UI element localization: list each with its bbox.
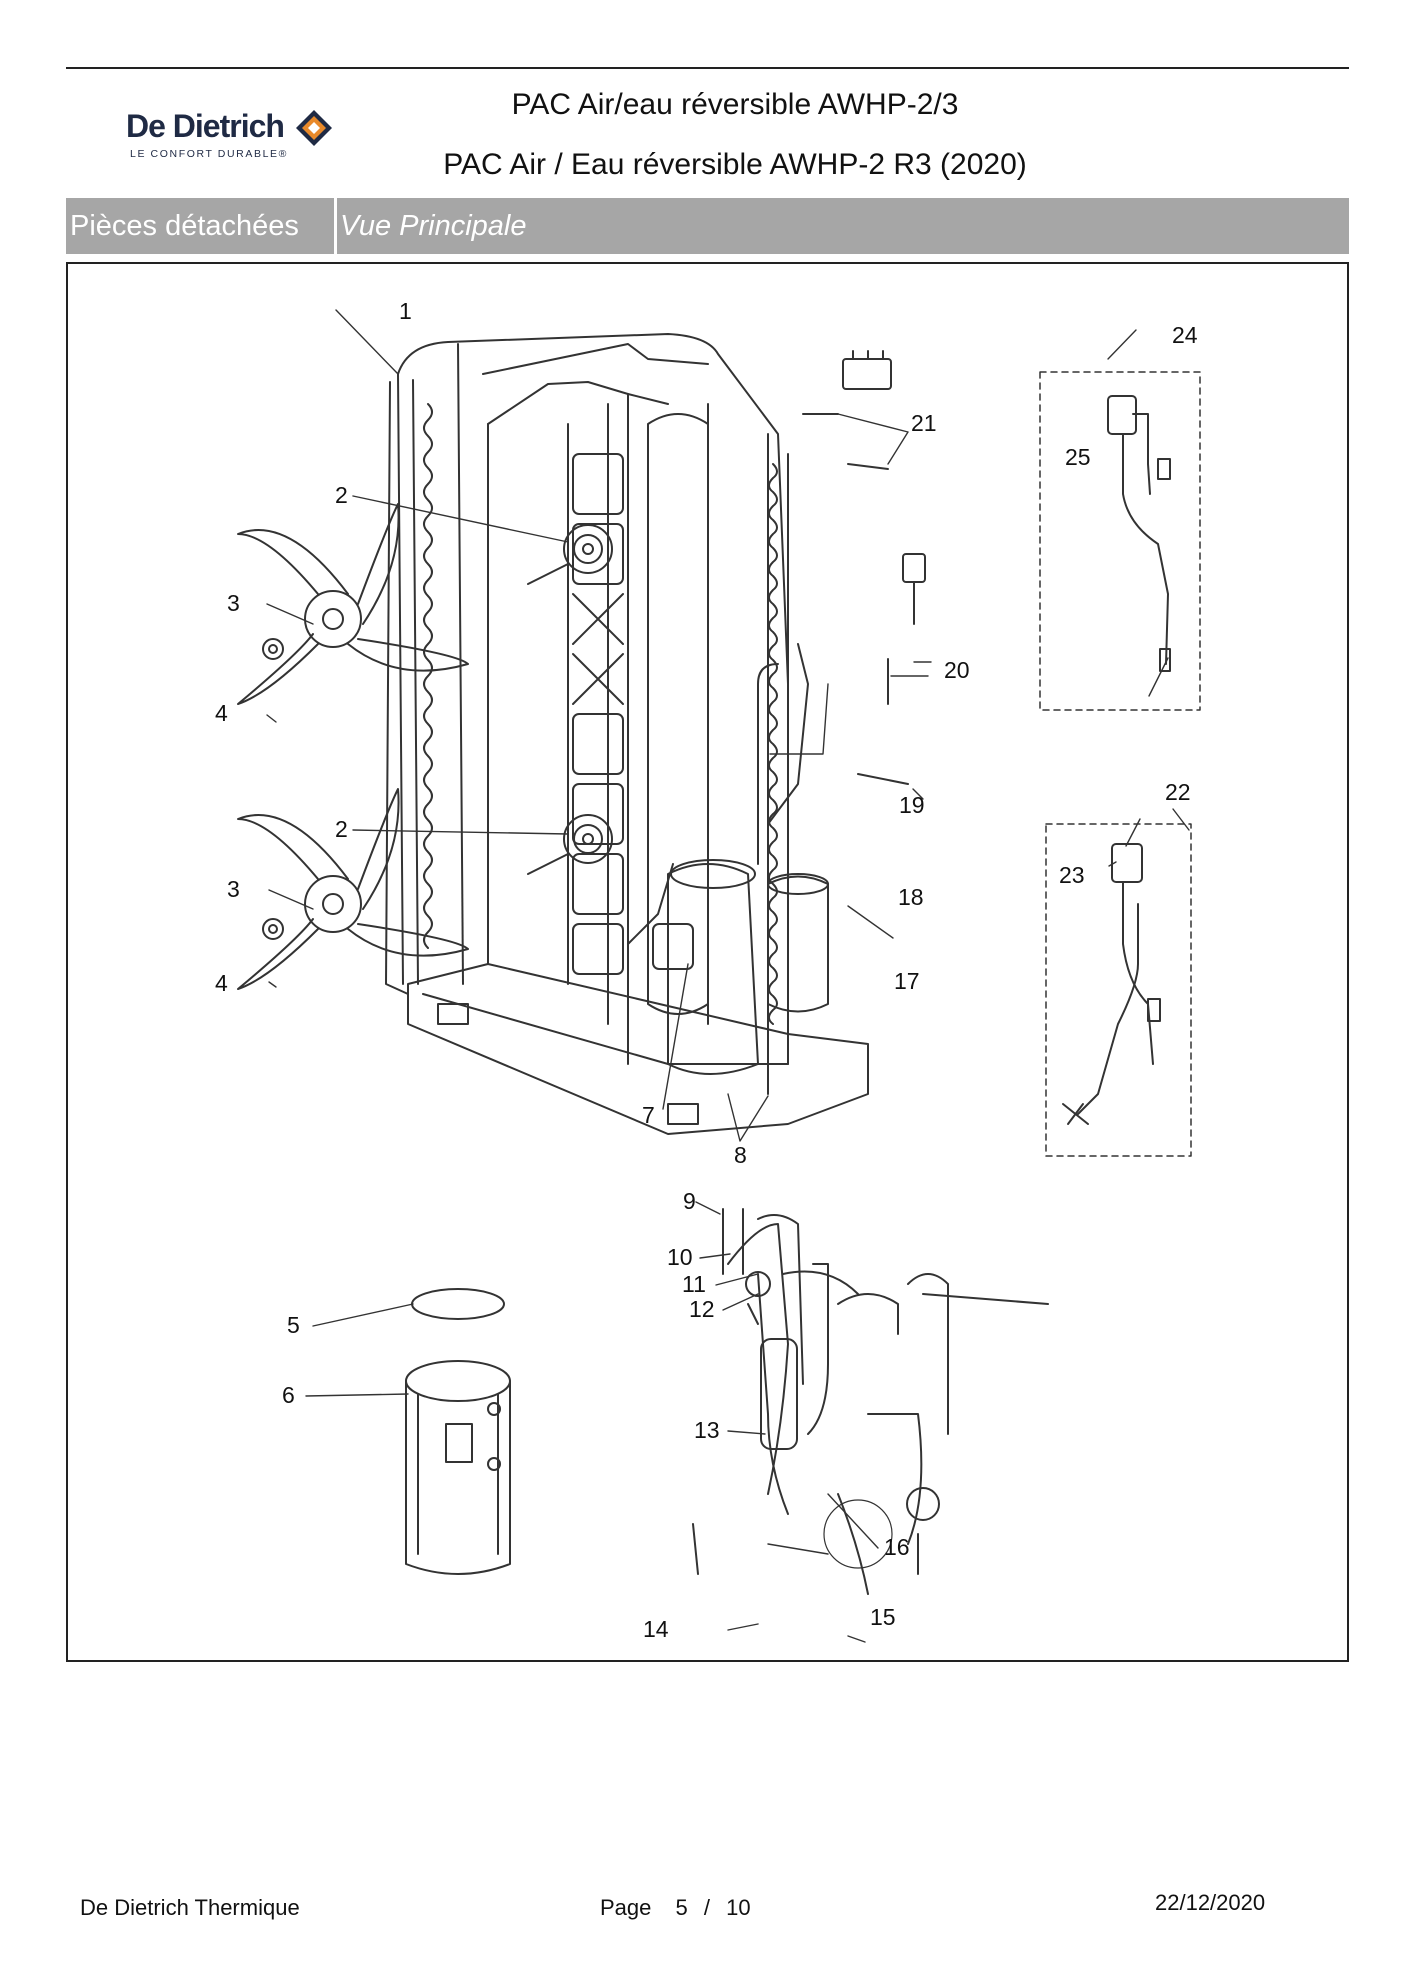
callout-9: 9: [683, 1188, 696, 1214]
callout-12: 12: [689, 1296, 715, 1322]
callout-14: 14: [643, 1616, 669, 1642]
section-view: Vue Principale: [340, 210, 527, 242]
callout-13: 13: [694, 1417, 720, 1443]
valve-assembly-drawing: [692, 1208, 1049, 1595]
top-rule: [66, 67, 1349, 69]
footer-company: De Dietrich Thermique: [80, 1895, 300, 1920]
page-separator: /: [703, 1895, 711, 1920]
callout-25: 25: [1065, 444, 1091, 470]
callout-15: 15: [870, 1604, 896, 1630]
callout-17: 17: [894, 968, 920, 994]
detail-box-22: [1045, 823, 1192, 1157]
brand-logo: De Dietrich LE CONFORT DURABLE®: [126, 108, 346, 164]
page-current: 5: [675, 1895, 688, 1920]
callout-4b: 4: [215, 970, 228, 996]
callout-16: 16: [884, 1534, 910, 1560]
detail-box-24: [1039, 371, 1201, 711]
exploded-diagram: [237, 309, 1201, 1643]
exploded-diagram-frame: 1 2 2 3 3 4 4 5 6 7 8 9 10 11 12 13 14 1…: [66, 262, 1349, 1662]
callout-21: 21: [911, 410, 937, 436]
document-subtitle: PAC Air / Eau réversible AWHP-2 R3 (2020…: [443, 148, 1027, 181]
callout-1: 1: [399, 298, 412, 324]
callout-5: 5: [287, 1312, 300, 1338]
page-label: Page: [600, 1895, 652, 1920]
document-title: PAC Air/eau réversible AWHP-2/3: [511, 88, 959, 121]
chassis-drawing: [385, 333, 926, 1135]
page-total: 10: [726, 1895, 751, 1920]
tank-jacket-drawing: [405, 1288, 511, 1575]
callout-2a: 2: [335, 482, 348, 508]
brand-name: De Dietrich: [126, 108, 285, 144]
leader-lines: [266, 309, 1190, 1643]
callout-4a: 4: [215, 700, 228, 726]
callout-10: 10: [667, 1244, 693, 1270]
fan-blade-upper-drawing: [237, 503, 469, 705]
callout-7: 7: [642, 1102, 655, 1128]
footer-date: 22/12/2020: [1155, 1890, 1266, 1915]
callout-18: 18: [898, 884, 924, 910]
callout-6: 6: [282, 1382, 295, 1408]
callout-20: 20: [944, 657, 970, 683]
brand-diamond-icon: [296, 110, 332, 146]
callout-2b: 2: [335, 816, 348, 842]
callout-8: 8: [734, 1142, 747, 1168]
footer-pagination: Page 5 / 10: [600, 1895, 751, 1921]
section-divider: [334, 198, 337, 254]
section-bar: Pièces détachées Vue Principale: [66, 198, 1349, 254]
callout-3b: 3: [227, 876, 240, 902]
callout-3a: 3: [227, 590, 240, 616]
callout-19: 19: [899, 792, 925, 818]
callout-11: 11: [682, 1271, 706, 1297]
callout-24: 24: [1172, 322, 1198, 348]
fan-blade-lower-drawing: [237, 788, 469, 990]
section-category: Pièces détachées: [70, 210, 299, 242]
brand-tagline: LE CONFORT DURABLE®: [130, 148, 288, 160]
callout-22: 22: [1165, 779, 1191, 805]
callout-23: 23: [1059, 862, 1085, 888]
